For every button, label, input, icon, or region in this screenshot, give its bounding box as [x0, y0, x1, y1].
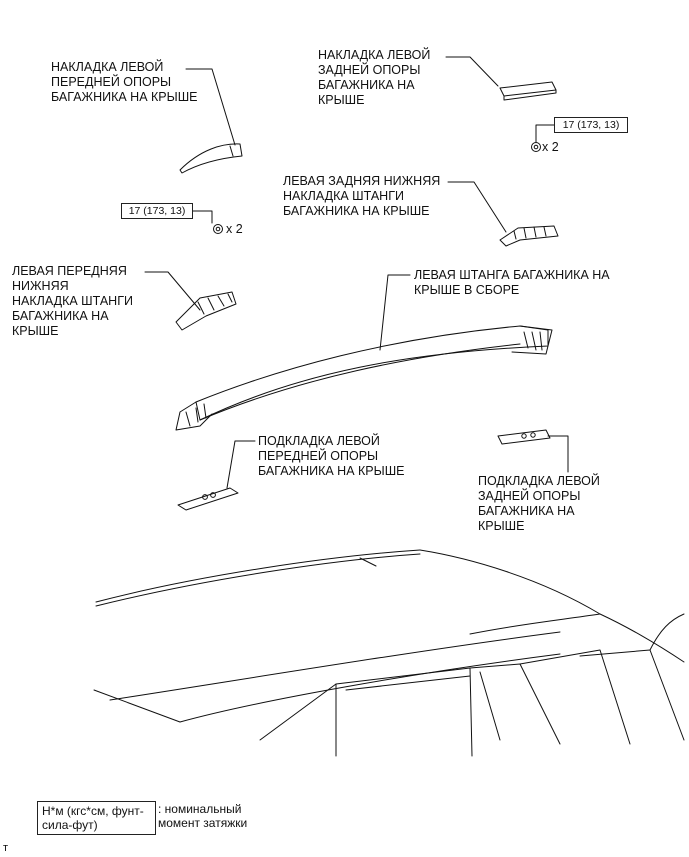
leader-rear-cover [445, 56, 499, 87]
rail-front-end [175, 401, 213, 431]
leader-front-pad [226, 440, 256, 489]
label-rear-support-cover: НАКЛАДКА ЛЕВОЙ ЗАДНЕЙ ОПОРЫ БАГАЖНИКА НА… [318, 48, 431, 107]
leader-rear-torque [535, 124, 555, 143]
label-roof-rail-assembly: ЛЕВАЯ ШТАНГА БАГАЖНИКА НА КРЫШЕ В СБОРЕ [414, 268, 610, 297]
front-lower-rail-cover [175, 291, 237, 331]
label-front-support-cover: НАКЛАДКА ЛЕВОЙ ПЕРЕДНЕЙ ОПОРЫ БАГАЖНИКА … [51, 60, 198, 104]
rail-rear-end [511, 325, 553, 355]
label-rear-support-pad: ПОДКЛАДКА ЛЕВОЙ ЗАДНЕЙ ОПОРЫ БАГАЖНИКА Н… [478, 474, 600, 533]
vehicle-roof-side-line [109, 631, 561, 701]
nut-front [213, 224, 223, 234]
corner-mark: т [3, 842, 9, 854]
label-rear-lower-rail-cover: ЛЕВАЯ ЗАДНЯЯ НИЖНЯЯ НАКЛАДКА ШТАНГИ БАГА… [283, 174, 441, 218]
label-front-lower-rail-cover: ЛЕВАЯ ПЕРЕДНЯЯ НИЖНЯЯ НАКЛАДКА ШТАНГИ БА… [12, 264, 133, 338]
leader-rear-pad [547, 435, 569, 473]
leader-front-torque [192, 210, 213, 224]
vehicle-door-frame [259, 667, 473, 757]
torque-legend-description: : номинальный момент затяжки [158, 802, 248, 830]
leader-front-cover [185, 68, 236, 146]
rear-support-pad [497, 429, 551, 445]
roof-rail-assembly [195, 325, 549, 421]
front-support-cover [179, 143, 243, 174]
torque-box-rear: 17 (173, 13) [554, 117, 628, 133]
nut-rear [531, 142, 541, 152]
leader-front-lower-cover [144, 271, 201, 311]
front-support-pad [177, 487, 239, 511]
torque-box-front: 17 (173, 13) [121, 203, 193, 219]
rear-lower-rail-cover [499, 225, 559, 247]
leader-rear-lower-cover [447, 181, 507, 233]
torque-unit-legend: Н*м (кгс*см, фунт- сила-фут) [37, 801, 156, 835]
label-front-support-pad: ПОДКЛАДКА ЛЕВОЙ ПЕРЕДНЕЙ ОПОРЫ БАГАЖНИКА… [258, 434, 405, 478]
leader-rail [379, 274, 411, 351]
torque-qty-rear: x 2 [542, 140, 559, 154]
torque-qty-front: x 2 [226, 222, 243, 236]
vehicle-roof-outline [95, 549, 421, 603]
